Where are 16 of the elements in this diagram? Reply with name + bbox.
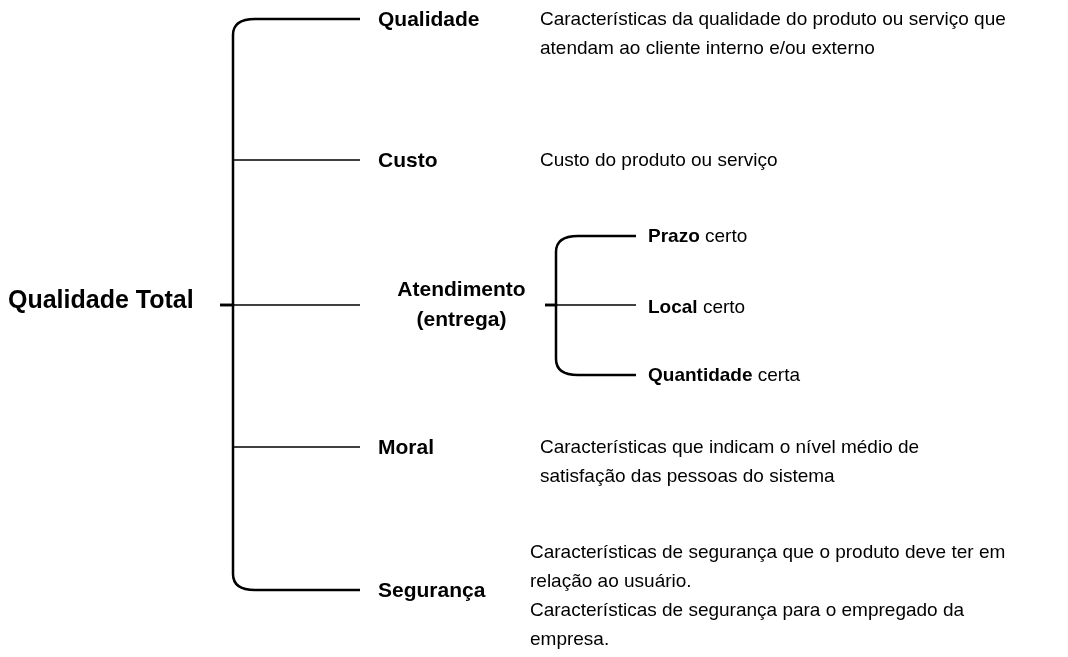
description-text: Características que indicam o nível médio de satisfação das pessoas do sistema bbox=[540, 435, 921, 488]
root-label: Qualidade Total bbox=[8, 283, 194, 315]
branch-label: Segurança bbox=[378, 576, 486, 603]
connector-line bbox=[545, 303, 636, 377]
connector-line bbox=[220, 303, 360, 592]
branch-label: Atendimento (entrega) bbox=[396, 275, 527, 332]
branch-label: Custo bbox=[378, 146, 438, 173]
branch-label: Moral bbox=[378, 433, 434, 460]
sub-branch-label: Quantidade certa bbox=[648, 363, 801, 388]
description-text: Custo do produto ou serviço bbox=[540, 148, 779, 172]
branch-label: Qualidade bbox=[378, 5, 480, 32]
description-text: Características da qualidade do produto ou serviço que atendam ao cliente interno e/ou externo bbox=[540, 7, 1007, 60]
sub-branch-label: Local certo bbox=[648, 295, 746, 320]
sub-branch-label: Prazo certo bbox=[648, 224, 748, 249]
description-text: Características de segurança que o produto deve ter em relação ao usuário. bbox=[530, 540, 1007, 593]
description-text: Características de segurança para o empregado da empresa. bbox=[530, 598, 966, 651]
